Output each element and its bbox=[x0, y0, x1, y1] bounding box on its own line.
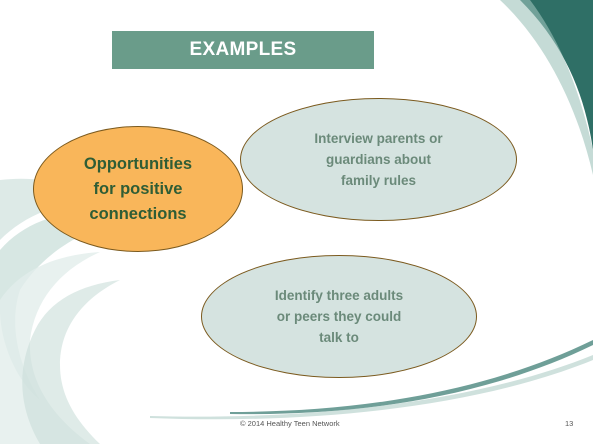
banner-title: EXAMPLES bbox=[189, 39, 297, 60]
example-oval-interview: Interview parents or guardians about fam… bbox=[240, 98, 517, 221]
examples-banner: EXAMPLES bbox=[112, 31, 374, 69]
example-text-interview: Interview parents or guardians about fam… bbox=[314, 131, 443, 188]
footer-copyright: © 2014 Healthy Teen Network bbox=[240, 419, 340, 428]
center-oval-opportunities: Opportunities for positive connections bbox=[33, 126, 243, 252]
page-number: 13 bbox=[565, 419, 574, 428]
example-oval-identify: Identify three adults or peers they coul… bbox=[201, 255, 477, 378]
center-oval-text: Opportunities for positive connections bbox=[83, 154, 193, 223]
example-text-identify: Identify three adults or peers they coul… bbox=[274, 288, 404, 345]
